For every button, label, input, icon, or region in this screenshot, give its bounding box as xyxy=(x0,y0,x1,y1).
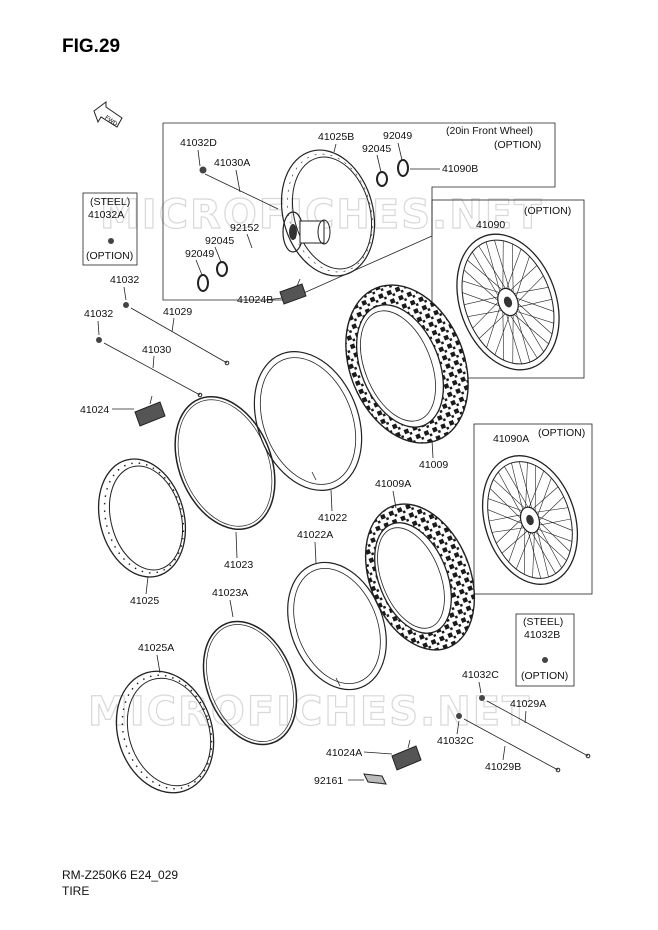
label-41029a: 41029A xyxy=(510,698,546,710)
watermark-bottom: MICROFICHES.NET xyxy=(88,689,531,735)
label-41029: 41029 xyxy=(163,306,192,318)
part-92161 xyxy=(363,773,387,785)
label-41032c-b: 41032C xyxy=(437,735,474,747)
label-41032a: 41032A xyxy=(88,209,124,221)
rim-lock-41024 xyxy=(134,395,166,427)
label-41009a: 41009A xyxy=(375,478,411,490)
label-92049-top: 92049 xyxy=(383,130,412,142)
rim-band-41023 xyxy=(174,395,276,531)
label-41024a: 41024A xyxy=(326,747,362,759)
label-92161: 92161 xyxy=(314,775,343,787)
label-41090b: 41090B xyxy=(442,163,478,175)
wheel-41090a-box-title: (OPTION) xyxy=(538,427,585,439)
label-41022: 41022 xyxy=(318,512,347,524)
label-92045-mid: 92045 xyxy=(205,235,234,247)
label-41024b: 41024B xyxy=(237,294,273,306)
rim-band-41023a xyxy=(202,620,298,746)
tire-41009 xyxy=(345,284,469,444)
spoked-wheel-41090a xyxy=(481,455,579,585)
nut-41032a xyxy=(108,238,114,244)
steel-41032b-line2: (OPTION) xyxy=(521,670,568,682)
nipple-41032-a xyxy=(123,302,129,308)
spoke-41030 xyxy=(103,342,201,396)
label-92152: 92152 xyxy=(230,222,259,234)
label-41030: 41030 xyxy=(142,344,171,356)
section-name: TIRE xyxy=(62,884,89,898)
nipple-41032c-b xyxy=(456,713,462,719)
label-92049-mid: 92049 xyxy=(185,248,214,260)
label-41032-a: 41032 xyxy=(110,274,139,286)
steel-41032a-line2: (OPTION) xyxy=(86,250,133,262)
label-41032d: 41032D xyxy=(180,137,217,149)
rim-41025b xyxy=(280,149,376,277)
label-41029b: 41029B xyxy=(485,761,521,773)
label-41030a: 41030A xyxy=(214,157,250,169)
wheel-41090-box-title: (OPTION) xyxy=(524,205,571,217)
steel-41032a-box xyxy=(82,192,138,266)
label-92045-top: 92045 xyxy=(362,143,391,155)
steel-41032a-line1: (STEEL) xyxy=(90,196,130,208)
label-41025: 41025 xyxy=(130,595,159,607)
label-41032c-a: 41032C xyxy=(462,669,499,681)
label-41025a: 41025A xyxy=(138,642,174,654)
label-41025b: 41025B xyxy=(318,131,354,143)
tire-41009a xyxy=(364,503,476,651)
spoked-wheel-41090 xyxy=(456,233,560,371)
label-41022a: 41022A xyxy=(297,529,333,541)
wheel-41090-box xyxy=(431,199,585,379)
bearing-92045-top xyxy=(376,171,388,187)
label-41023: 41023 xyxy=(224,559,253,571)
spoke-41029a xyxy=(486,700,589,757)
rim-lock-41024a xyxy=(391,739,422,771)
tube-41022a xyxy=(287,561,387,691)
label-41090a: 41090A xyxy=(493,433,529,445)
hub-assembly xyxy=(282,211,331,253)
rim-41025a xyxy=(115,670,215,794)
label-41023a: 41023A xyxy=(212,587,248,599)
seal-92049-top xyxy=(397,159,409,177)
axle-41030a xyxy=(204,173,279,210)
label-41032-b: 41032 xyxy=(84,308,113,320)
wheel-41090a-box xyxy=(473,423,593,595)
rim-41025 xyxy=(97,458,187,578)
label-41024: 41024 xyxy=(80,404,109,416)
spacer-92152 xyxy=(238,248,264,266)
nut-41032d xyxy=(199,166,207,174)
fwd-arrow-icon: FWD xyxy=(93,101,123,128)
rim-lock-41024b xyxy=(279,278,307,305)
model-code: RM-Z250K6 E24_029 xyxy=(62,868,178,882)
seal-92049-mid xyxy=(197,274,209,292)
front-wheel-box-line1: (20in Front Wheel) xyxy=(446,125,533,137)
label-41009: 41009 xyxy=(419,459,448,471)
label-41032b: 41032B xyxy=(524,629,560,641)
steel-41032b-box xyxy=(515,613,575,687)
nipple-41032-b xyxy=(96,337,102,343)
label-41090: 41090 xyxy=(476,219,505,231)
bearing-92045-mid xyxy=(216,261,228,277)
nut-41032b xyxy=(542,657,548,663)
steel-41032b-line1: (STEEL) xyxy=(523,616,563,628)
spoke-41029b xyxy=(463,718,559,771)
nipple-41032c-a xyxy=(479,695,485,701)
spoke-41029 xyxy=(130,307,228,364)
front-wheel-box-line2: (OPTION) xyxy=(494,139,541,151)
figure-title: FIG.29 xyxy=(62,36,120,57)
